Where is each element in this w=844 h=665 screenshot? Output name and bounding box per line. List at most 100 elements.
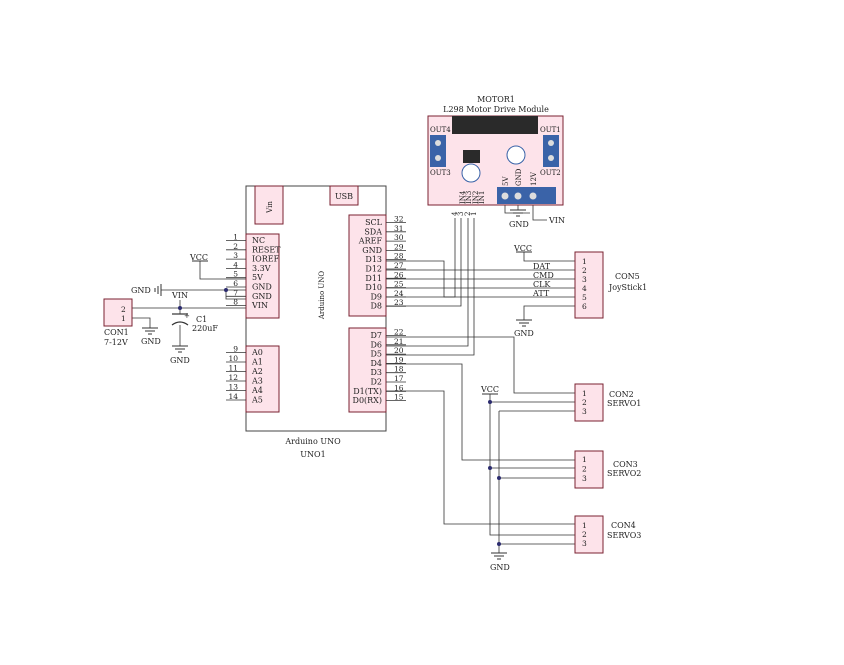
- digital-pin-label: SCL: [365, 218, 383, 227]
- gnd-con1-label: GND: [141, 337, 161, 346]
- arduino-ref: UNO1: [300, 450, 325, 459]
- out-left-terminal: [430, 135, 446, 167]
- motor-in-label: IN3: [465, 191, 473, 204]
- gnd-servo-label: GND: [490, 563, 510, 572]
- digital-pin-label: D5: [370, 350, 382, 359]
- out2-label: OUT2: [540, 169, 561, 177]
- gnd-joystick-label: GND: [514, 329, 534, 338]
- power-pin-label: IOREF: [252, 255, 280, 264]
- connector-pin-num: 2: [582, 530, 587, 539]
- arduino-center-label: Arduino UNO: [318, 271, 326, 321]
- joystick-ref: CON5: [615, 272, 640, 281]
- power-header: [245, 233, 280, 319]
- connector-pin-num: 3: [582, 539, 587, 548]
- digital-pin-label: D10: [365, 283, 382, 292]
- analog-pin-num: 9: [233, 345, 238, 354]
- motor-5v-label: 5V: [502, 176, 510, 186]
- power-pin-label: RESET: [252, 245, 281, 254]
- connector-pin-num: 1: [582, 521, 587, 530]
- regulator-chip: [463, 150, 480, 163]
- digital-pin-num: 23: [394, 298, 404, 307]
- arduino-name: Arduino UNO: [284, 437, 341, 446]
- power-pin-num: 2: [233, 242, 238, 251]
- servo2-ref: CON3: [613, 460, 638, 469]
- usb-header-label: USB: [335, 192, 353, 201]
- servo1-name: SERVO1: [607, 399, 641, 408]
- vcc-servo-label: VCC: [480, 385, 499, 394]
- junction-dots: [178, 288, 501, 546]
- out1-label: OUT1: [540, 126, 561, 134]
- digital-pin-num: 21: [394, 337, 404, 346]
- analog-pin-num: 12: [228, 373, 238, 382]
- digital-pin-num: 18: [394, 365, 404, 374]
- power-pin-num: 7: [233, 288, 238, 297]
- motor-module: MOTOR1 L298 Motor Drive Module OUT4 OUT1…: [427, 95, 564, 216]
- gnd-cap-label: GND: [170, 356, 190, 365]
- digital-pin-label: D3: [370, 368, 382, 377]
- power-pin-num: 3: [233, 251, 238, 260]
- digital-pin-label: D9: [370, 292, 382, 301]
- power-pin-num: 6: [233, 279, 238, 288]
- connector-pin-num: 3: [582, 474, 587, 483]
- power-pin-label: 5V: [252, 273, 263, 282]
- digital-pin-num: 32: [394, 215, 404, 224]
- motor-12v-label: 12V: [530, 171, 538, 186]
- analog-pin-label: A0: [251, 348, 263, 357]
- motor-in-num: 4: [451, 211, 459, 216]
- analog-header: [245, 345, 280, 413]
- signal-dat: DAT: [533, 262, 551, 271]
- analog-pin-label: A2: [251, 367, 263, 376]
- digital-pin-label: D13: [365, 255, 382, 264]
- gnd-motor-label: GND: [509, 220, 529, 229]
- digital-pin-label: D12: [365, 265, 382, 274]
- power-pin-num: 8: [233, 298, 238, 307]
- digital-pin-label: D1(TX): [353, 387, 382, 396]
- connector-pin-num: 3: [582, 275, 587, 284]
- digital-pin-num: 29: [394, 242, 404, 251]
- analog-pin-num: 11: [228, 364, 238, 373]
- digital-pin-num: 20: [394, 346, 404, 355]
- power-terminal: [497, 187, 556, 204]
- connector-pin-num: 6: [582, 302, 587, 311]
- analog-pin-label: A4: [251, 386, 263, 395]
- digital-pin-num: 27: [394, 261, 404, 270]
- out-right-terminal: [543, 135, 559, 167]
- motor-in-num: 3: [457, 212, 465, 216]
- power-pin-label: GND: [252, 292, 272, 301]
- signal-att: ATT: [532, 289, 550, 298]
- servo2-name: SERVO2: [607, 469, 641, 478]
- con1-connector: 2 1 CON1 7-12V: [103, 298, 133, 347]
- digital-pin-label: D4: [370, 359, 382, 368]
- vcc-joystick-label: VCC: [513, 244, 532, 253]
- connector-pin-num: 2: [582, 266, 587, 275]
- digital-pin-num: 25: [394, 280, 404, 289]
- connector-pin-num: 3: [582, 407, 587, 416]
- power-pin-num: 1: [233, 233, 238, 242]
- vcc-left-label: VCC: [189, 253, 208, 262]
- digital-pin-label: D2: [370, 378, 382, 387]
- digital-pin-num: 15: [394, 393, 404, 402]
- connector-pin-num: 5: [582, 293, 587, 302]
- vin-motor-label: VIN: [548, 216, 565, 225]
- vin-left-label: VIN: [171, 291, 188, 300]
- digital-low-header: [348, 327, 387, 413]
- digital-pin-label: SDA: [364, 227, 382, 236]
- servo3-connector: 123 CON4 SERVO3: [574, 515, 641, 554]
- power-pin-label: 3.3V: [252, 264, 271, 273]
- power-pin-label: GND: [252, 283, 272, 292]
- analog-pin-label: A1: [251, 358, 263, 367]
- analog-pin-label: A5: [251, 396, 263, 405]
- motor-gnd-label: GND: [515, 168, 523, 186]
- digital-pin-num: 28: [394, 252, 404, 261]
- motor-in-num: 2: [464, 212, 472, 216]
- digital-pin-num: 30: [394, 233, 404, 242]
- digital-pin-num: 22: [394, 328, 404, 337]
- gnd-left-label: GND: [131, 286, 151, 295]
- joystick-name: JoyStick1: [608, 283, 647, 292]
- analog-pin-num: 13: [228, 383, 238, 392]
- signal-clk: CLK: [533, 280, 551, 289]
- digital-pin-num: 17: [394, 374, 404, 383]
- connector-pin-num: 1: [582, 257, 587, 266]
- power-pin-label: NC: [252, 236, 265, 245]
